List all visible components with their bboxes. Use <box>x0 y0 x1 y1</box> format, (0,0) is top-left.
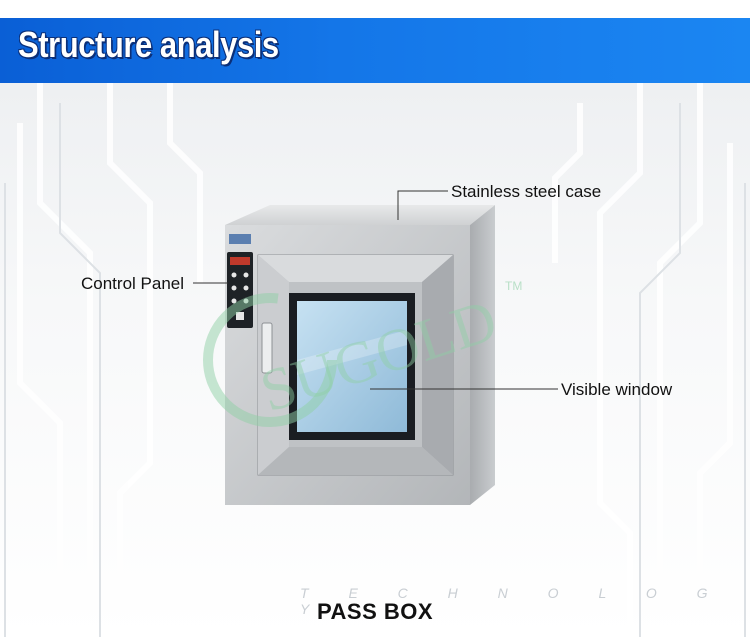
door-handle <box>261 322 273 374</box>
faint-technology-text: T E C H N O L O G Y <box>300 585 726 617</box>
callout-stainless-steel-case: Stainless steel case <box>451 182 602 201</box>
watermark-tm: TM <box>505 279 522 293</box>
background <box>0 83 750 637</box>
circuit-pattern <box>4 83 746 637</box>
door-bevel-top <box>258 255 453 282</box>
stainless-callout-line <box>397 190 448 220</box>
banner-top-strip <box>0 0 750 18</box>
panel-label-plate <box>229 234 251 244</box>
page-title: Structure analysis <box>18 24 279 65</box>
watermark-brand: SUGOLD <box>253 286 505 424</box>
header-banner: Structure analysis <box>0 0 750 83</box>
glass-reflection <box>297 330 407 375</box>
callout-visible-window: Visible window <box>561 380 673 399</box>
window-glass <box>297 301 407 432</box>
case-side <box>470 205 495 505</box>
panel-display <box>230 257 250 265</box>
door-bevel-bottom <box>258 447 453 475</box>
door-bevel-right <box>422 255 453 475</box>
callout-control-panel: Control Panel <box>81 274 185 293</box>
sugold-watermark: SUGOLD TM <box>203 279 522 427</box>
product-name: PASS BOX <box>316 599 434 624</box>
case-top <box>225 205 495 225</box>
